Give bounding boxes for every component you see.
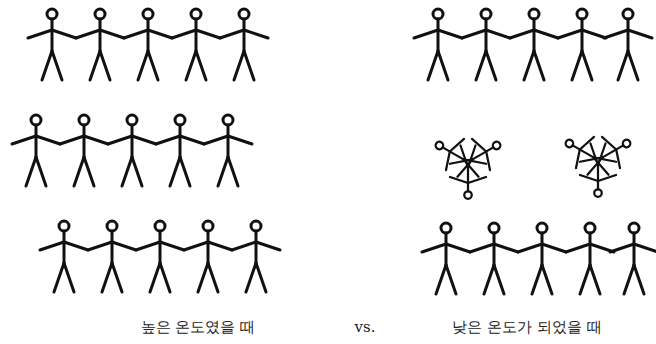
figure-chain [12,115,252,186]
figure-ring [557,126,639,197]
caption-label: 낮은 온도가 되었을 때 [452,318,601,336]
figure-ring [427,128,509,199]
figure-chain [40,221,280,292]
caption-label: vs. [355,318,376,336]
figure-chain [28,9,268,80]
figure-chain [414,9,652,80]
caption-label: 높은 온도였을 때 [141,318,256,336]
figure-chain [422,223,656,294]
